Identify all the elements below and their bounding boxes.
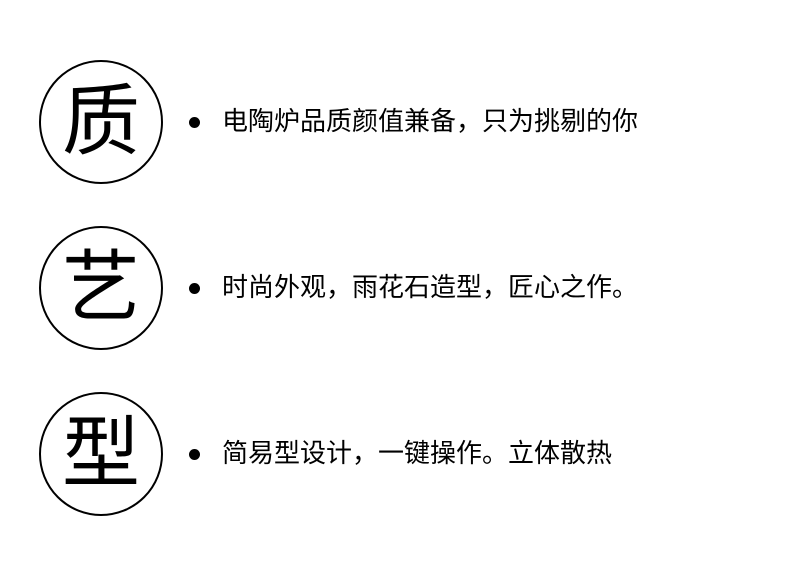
quality-badge: 质 bbox=[39, 60, 163, 184]
quality-badge-char: 质 bbox=[61, 77, 140, 167]
feature-row-quality: 质 电陶炉品质颜值兼备，只为挑剔的你 bbox=[0, 60, 790, 190]
bullet-icon bbox=[189, 449, 200, 460]
art-badge: 艺 bbox=[39, 226, 163, 350]
quality-description: 电陶炉品质颜值兼备，只为挑剔的你 bbox=[222, 107, 639, 137]
bullet-icon bbox=[189, 117, 200, 128]
art-badge-char: 艺 bbox=[61, 243, 140, 333]
form-description: 简易型设计，一键操作。立体散热 bbox=[222, 439, 613, 469]
feature-row-art: 艺 时尚外观，雨花石造型，匠心之作。 bbox=[0, 226, 790, 356]
art-description: 时尚外观，雨花石造型，匠心之作。 bbox=[222, 273, 639, 303]
form-badge-char: 型 bbox=[61, 409, 140, 499]
bullet-icon bbox=[189, 283, 200, 294]
feature-row-form: 型 简易型设计，一键操作。立体散热 bbox=[0, 392, 790, 522]
form-badge: 型 bbox=[39, 392, 163, 516]
